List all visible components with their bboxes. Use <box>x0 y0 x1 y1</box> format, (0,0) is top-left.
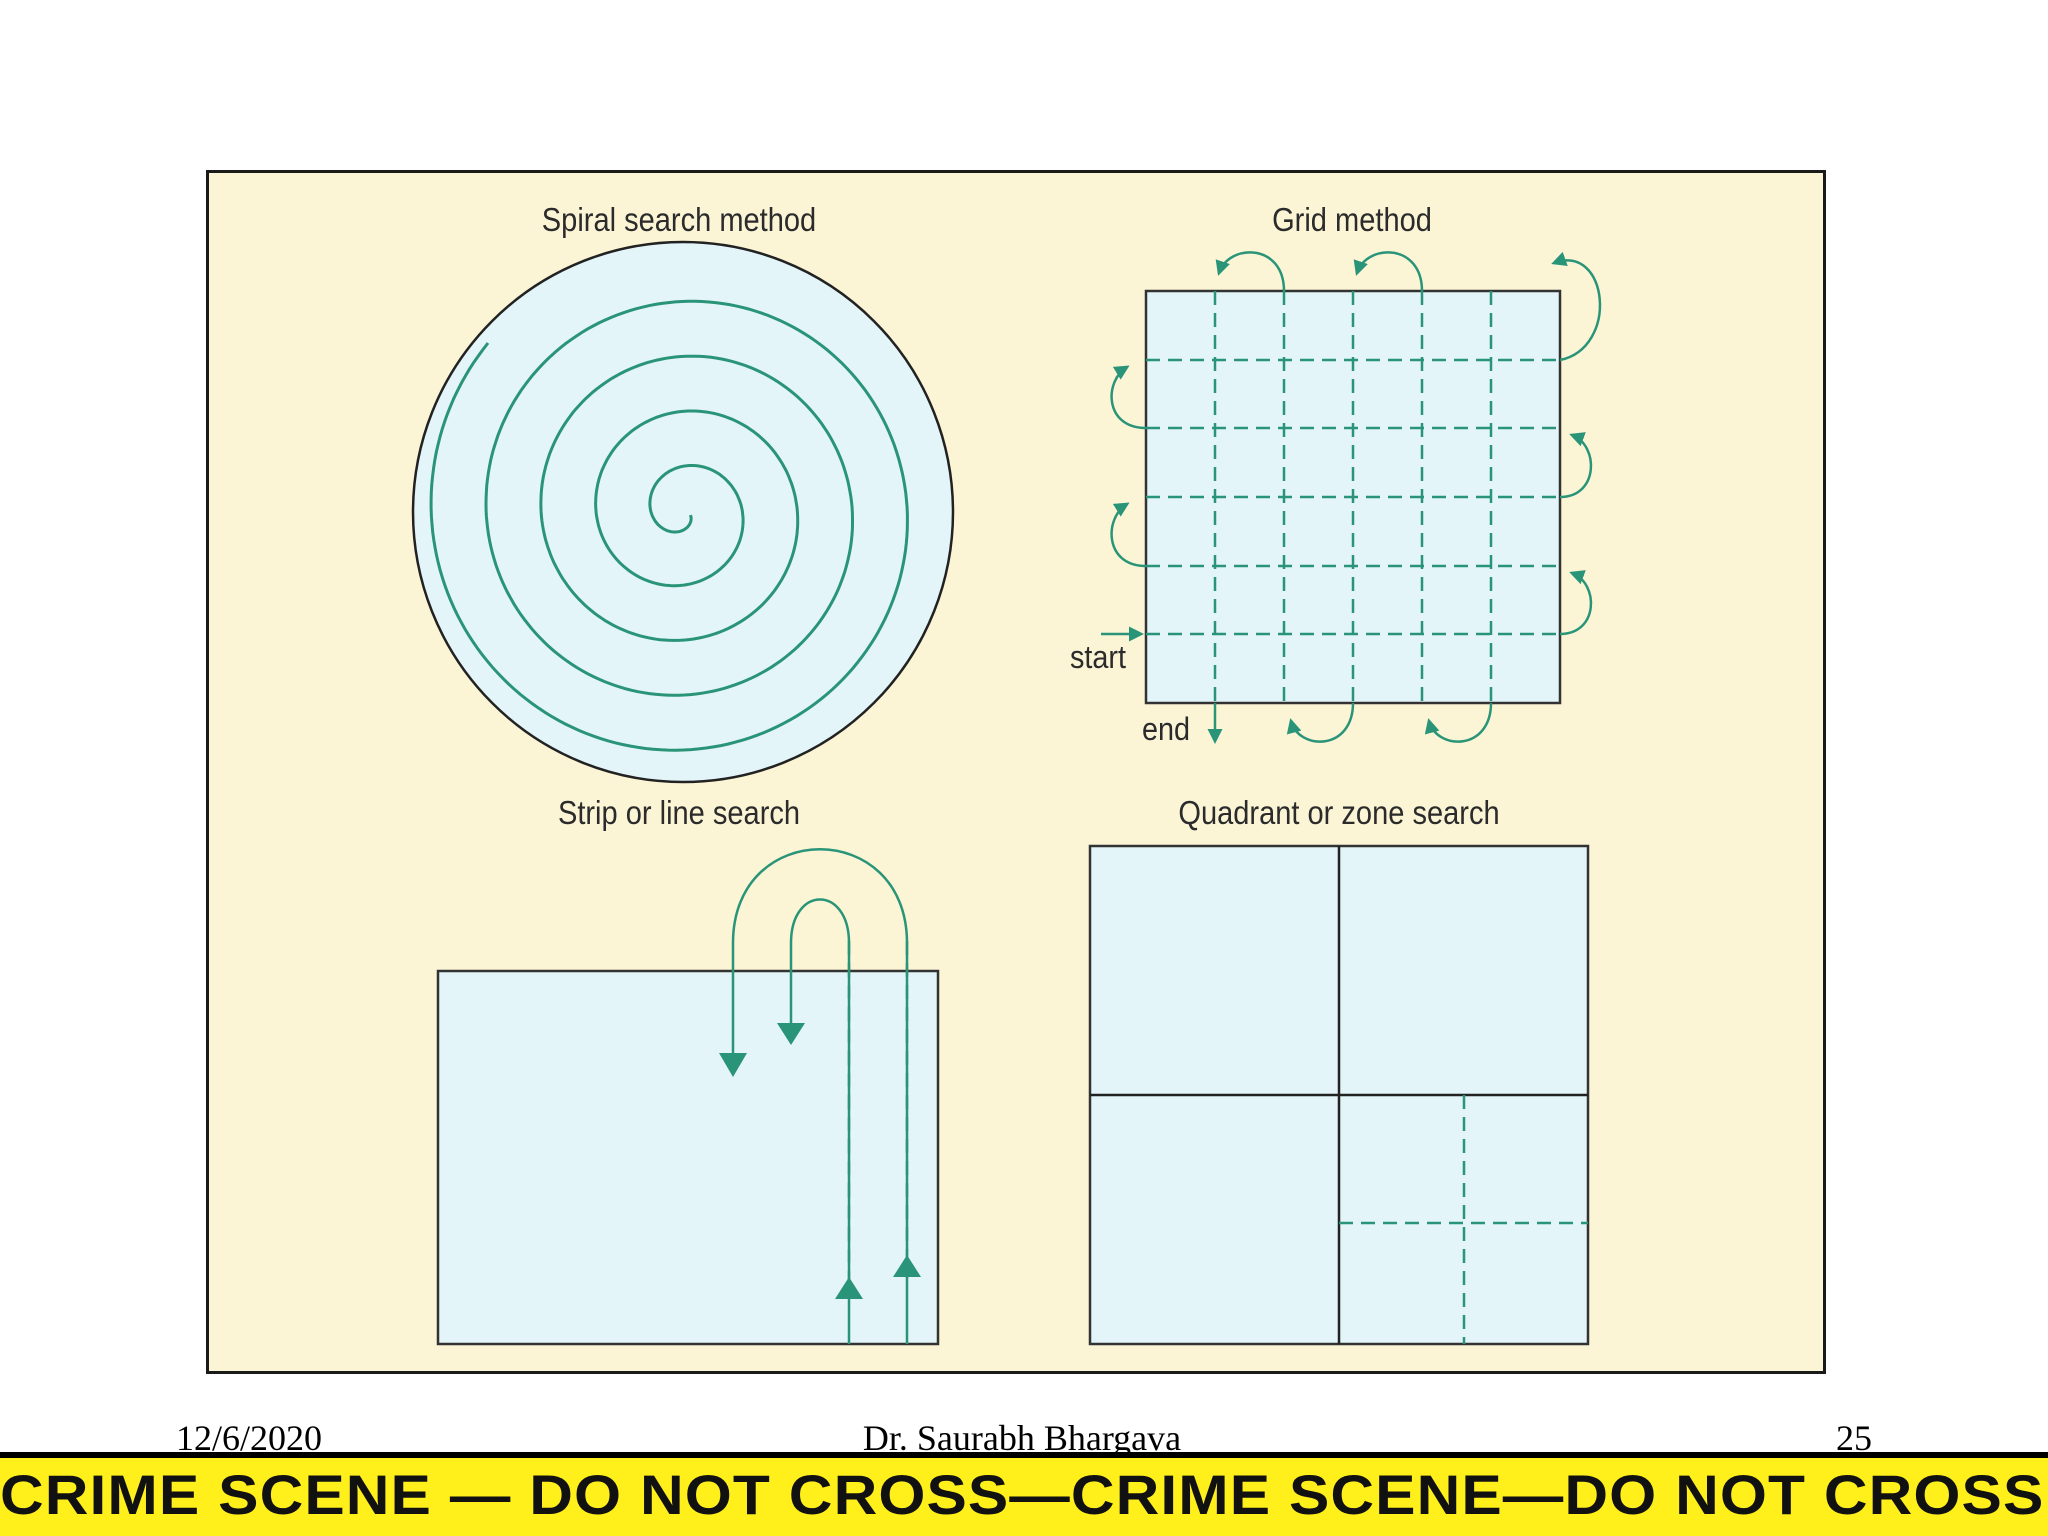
grid-turn-top-2 <box>1353 251 1424 292</box>
grid-turn-bottom-1 <box>1286 702 1355 743</box>
grid-end-label: end <box>1142 711 1191 747</box>
footer-date: 12/6/2020 <box>176 1418 323 1458</box>
crime-scene-tape-banner: CRIME SCENE — DO NOT CROSS—CRIME SCENE—D… <box>0 1452 2048 1536</box>
grid-start-label: start <box>1070 639 1127 675</box>
grid-turn-arrows <box>1101 251 1602 744</box>
grid-turn-left-2 <box>1110 365 1147 430</box>
grid-turn-right-1 <box>1559 570 1593 636</box>
strip-arrow-up-1 <box>835 1277 863 1299</box>
strip-outer-loop <box>731 848 909 1344</box>
spiral-diagram <box>411 240 955 784</box>
strip-title: Strip or line search <box>557 794 801 831</box>
strip-arrow-down-2 <box>719 1053 747 1077</box>
strip-arrow-up-2 <box>893 1255 921 1277</box>
grid-turn-top-1 <box>1215 251 1286 292</box>
search-methods-diagram <box>411 240 1602 1346</box>
grid-diagram <box>1101 251 1602 744</box>
grid-turn-bottom-2 <box>1424 702 1493 743</box>
spiral-title: Spiral search method <box>541 201 817 238</box>
zone-subdivision <box>1339 1095 1588 1344</box>
quadrant-title: Quadrant or zone search <box>1178 794 1500 831</box>
crime-scene-tape-text: CRIME SCENE — DO NOT CROSS—CRIME SCENE—D… <box>0 1463 2045 1526</box>
strip-arrowheads <box>719 1023 921 1299</box>
strip-arrow-down-1 <box>777 1023 805 1045</box>
grid-title: Grid method <box>1272 201 1432 238</box>
grid-turn-top-right <box>1551 251 1602 362</box>
grid-turn-right-2 <box>1559 432 1593 499</box>
strip-inner-loop <box>789 898 851 1344</box>
spiral-search-area <box>411 240 955 784</box>
spiral-search-path <box>429 299 909 752</box>
strip-loop-paths <box>731 848 909 1344</box>
quadrant-diagram <box>1088 844 1590 1346</box>
footer-page-number: 25 <box>1836 1418 1872 1458</box>
strip-diagram <box>436 848 940 1346</box>
grid-turn-left-1 <box>1110 502 1147 568</box>
grid-dashed-lines <box>1146 291 1560 703</box>
strip-search-area <box>436 969 940 1346</box>
footer-author: Dr. Saurabh Bhargava <box>862 1418 1182 1458</box>
search-methods-figure: Spiral search method Grid method Strip o… <box>206 170 1826 1374</box>
